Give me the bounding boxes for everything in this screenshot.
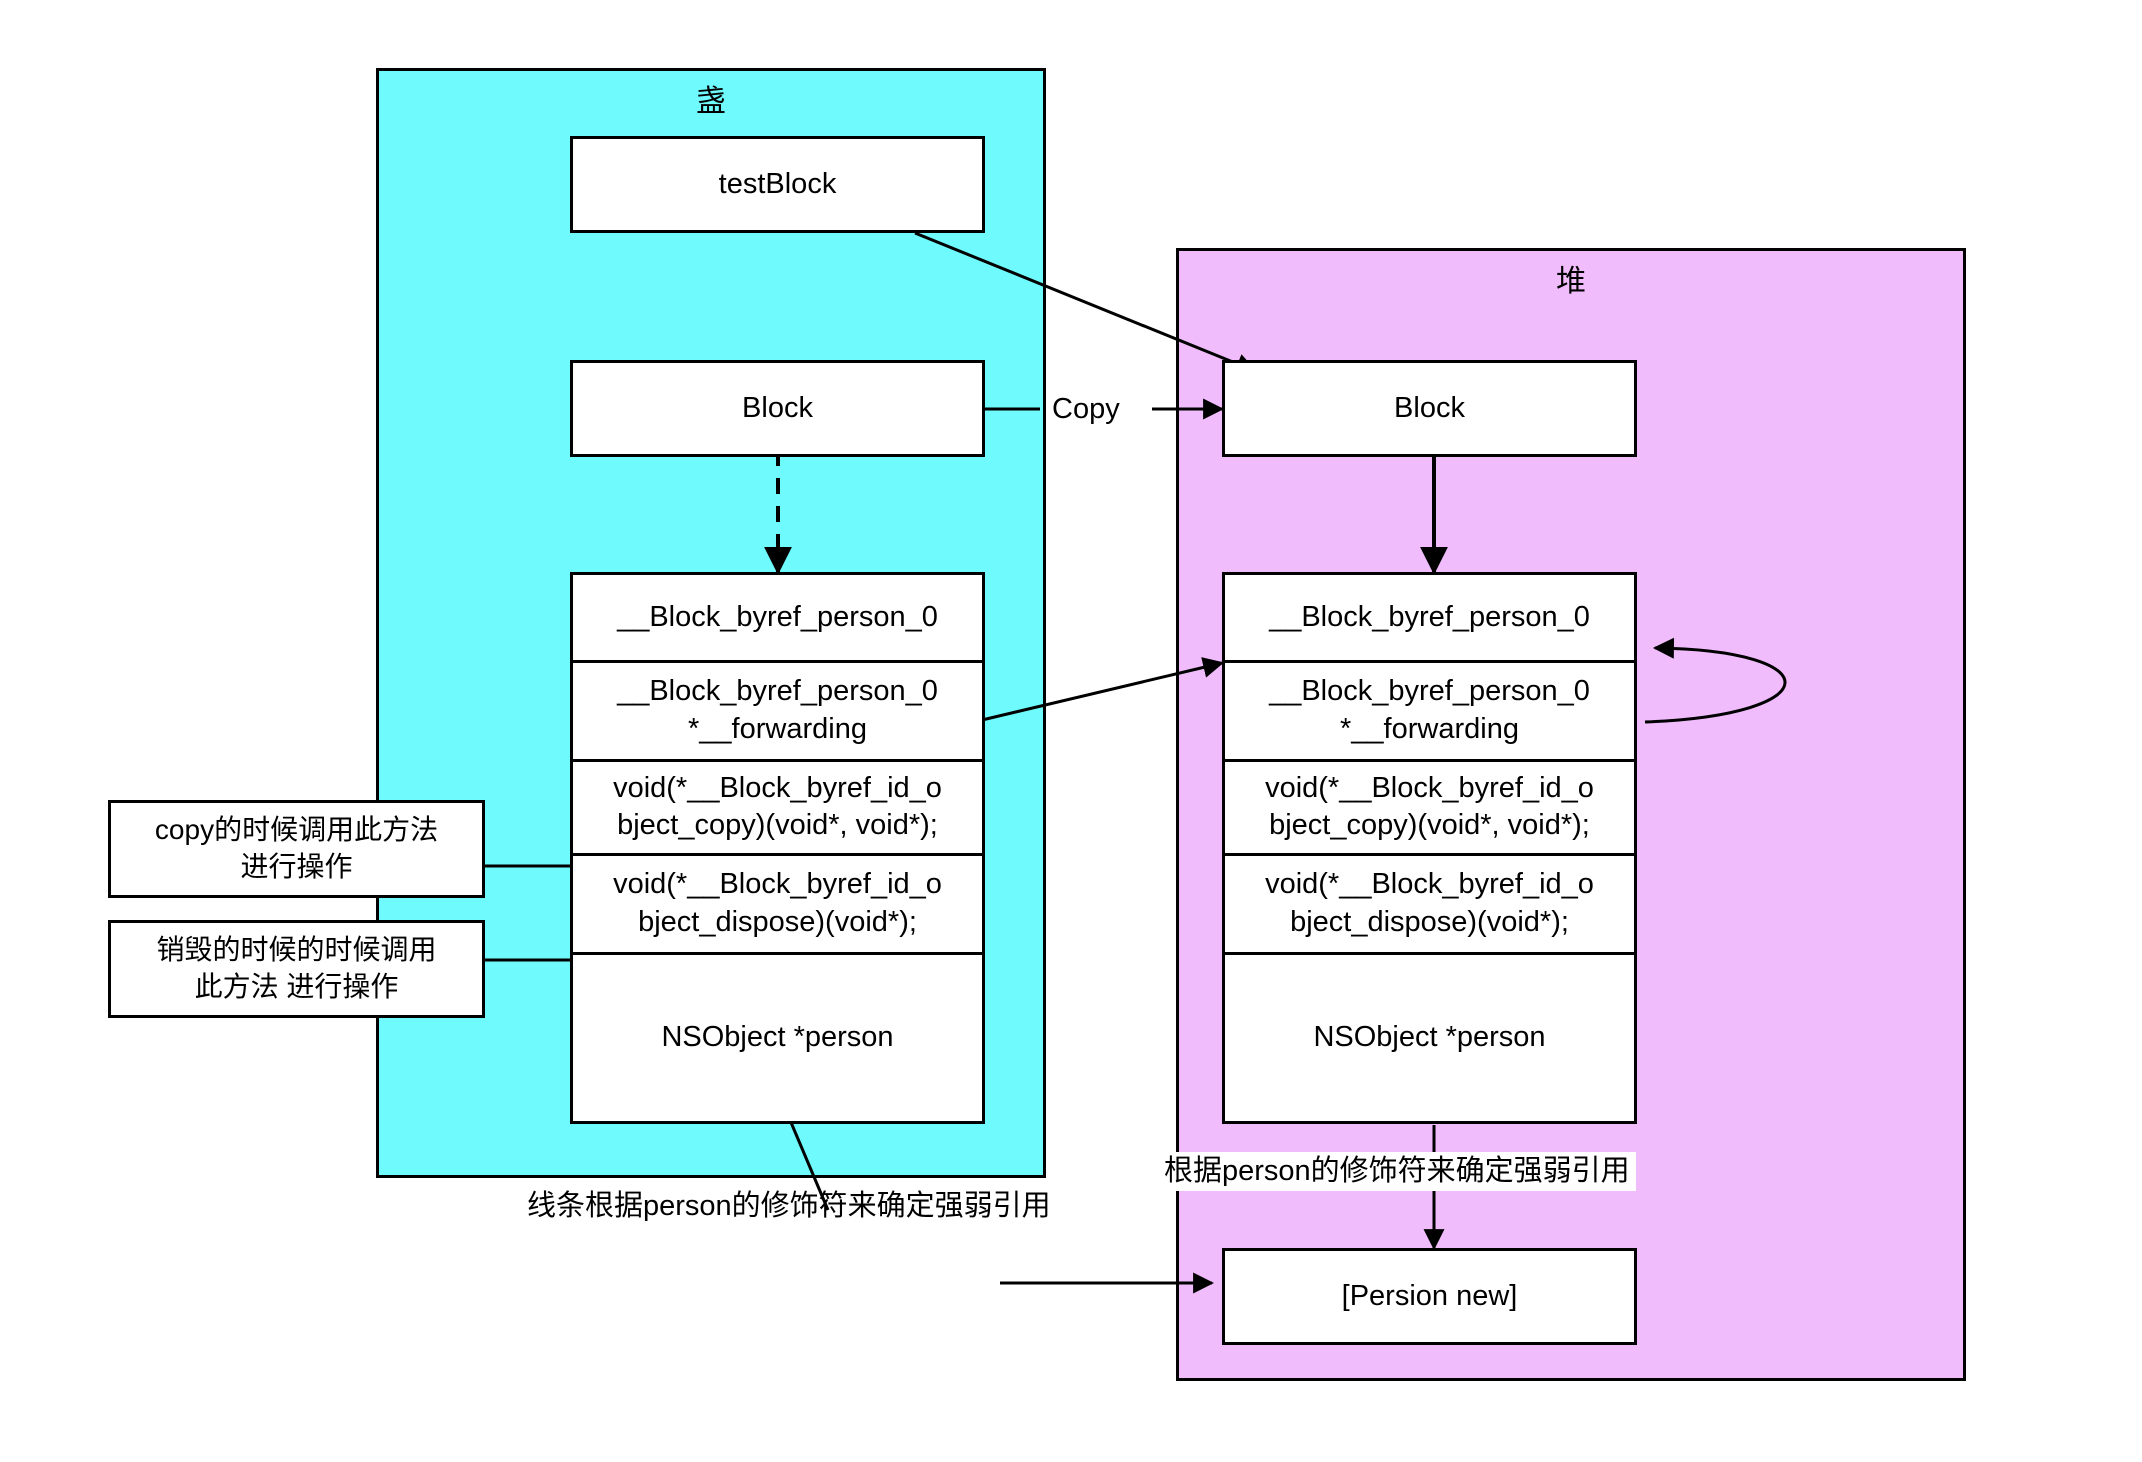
stack-struct-row-2[interactable]: void(*__Block_byref_id_o bject_copy)(voi…	[573, 762, 982, 856]
heap-person-object-label: [Persion new]	[1341, 1279, 1518, 1312]
stack-block-label: Block	[742, 391, 813, 424]
heap-struct-row-4[interactable]: NSObject *person	[1313, 1021, 1546, 1054]
stack-struct-row-0[interactable]: __Block_byref_person_0	[573, 575, 982, 664]
heap-byref-struct: __Block_byref_person_0 __Block_byref_per…	[1222, 572, 1637, 1124]
stack-byref-struct: __Block_byref_person_0 __Block_byref_per…	[570, 572, 985, 1124]
copy-edge-label: Copy	[1046, 390, 1126, 429]
heap-block-label: Block	[1394, 391, 1465, 424]
stack-struct-row-1[interactable]: __Block_byref_person_0 *__forwarding	[573, 663, 982, 762]
stack-person-modifier-note: 线条根据person的修饰符来确定强弱引用	[527, 1190, 1051, 1222]
dispose-method-note[interactable]: 销毁的时候的时候调用 此方法 进行操作	[108, 920, 485, 1018]
stack-testblock-box[interactable]: testBlock	[570, 136, 985, 233]
heap-person-object-box[interactable]: [Persion new]	[1222, 1248, 1637, 1345]
heap-struct-row-1[interactable]: __Block_byref_person_0 *__forwarding	[1225, 663, 1634, 762]
heap-struct-row-0[interactable]: __Block_byref_person_0	[1225, 575, 1634, 664]
heap-struct-row-3[interactable]: void(*__Block_byref_id_o bject_dispose)(…	[1225, 856, 1634, 955]
copy-method-note[interactable]: copy的时候调用此方法 进行操作	[108, 800, 485, 898]
stack-testblock-label: testBlock	[718, 167, 837, 200]
stack-block-box[interactable]: Block	[570, 360, 985, 457]
stack-region-title: 盏	[696, 85, 726, 118]
heap-block-box[interactable]: Block	[1222, 360, 1637, 457]
stack-struct-row-3[interactable]: void(*__Block_byref_id_o bject_dispose)(…	[573, 856, 982, 955]
heap-region-title: 堆	[1556, 265, 1586, 298]
heap-person-modifier-note: 根据person的修饰符来确定强弱引用	[1158, 1152, 1636, 1191]
heap-struct-row-2[interactable]: void(*__Block_byref_id_o bject_copy)(voi…	[1225, 762, 1634, 856]
stack-struct-row-4[interactable]: NSObject *person	[661, 1021, 894, 1054]
